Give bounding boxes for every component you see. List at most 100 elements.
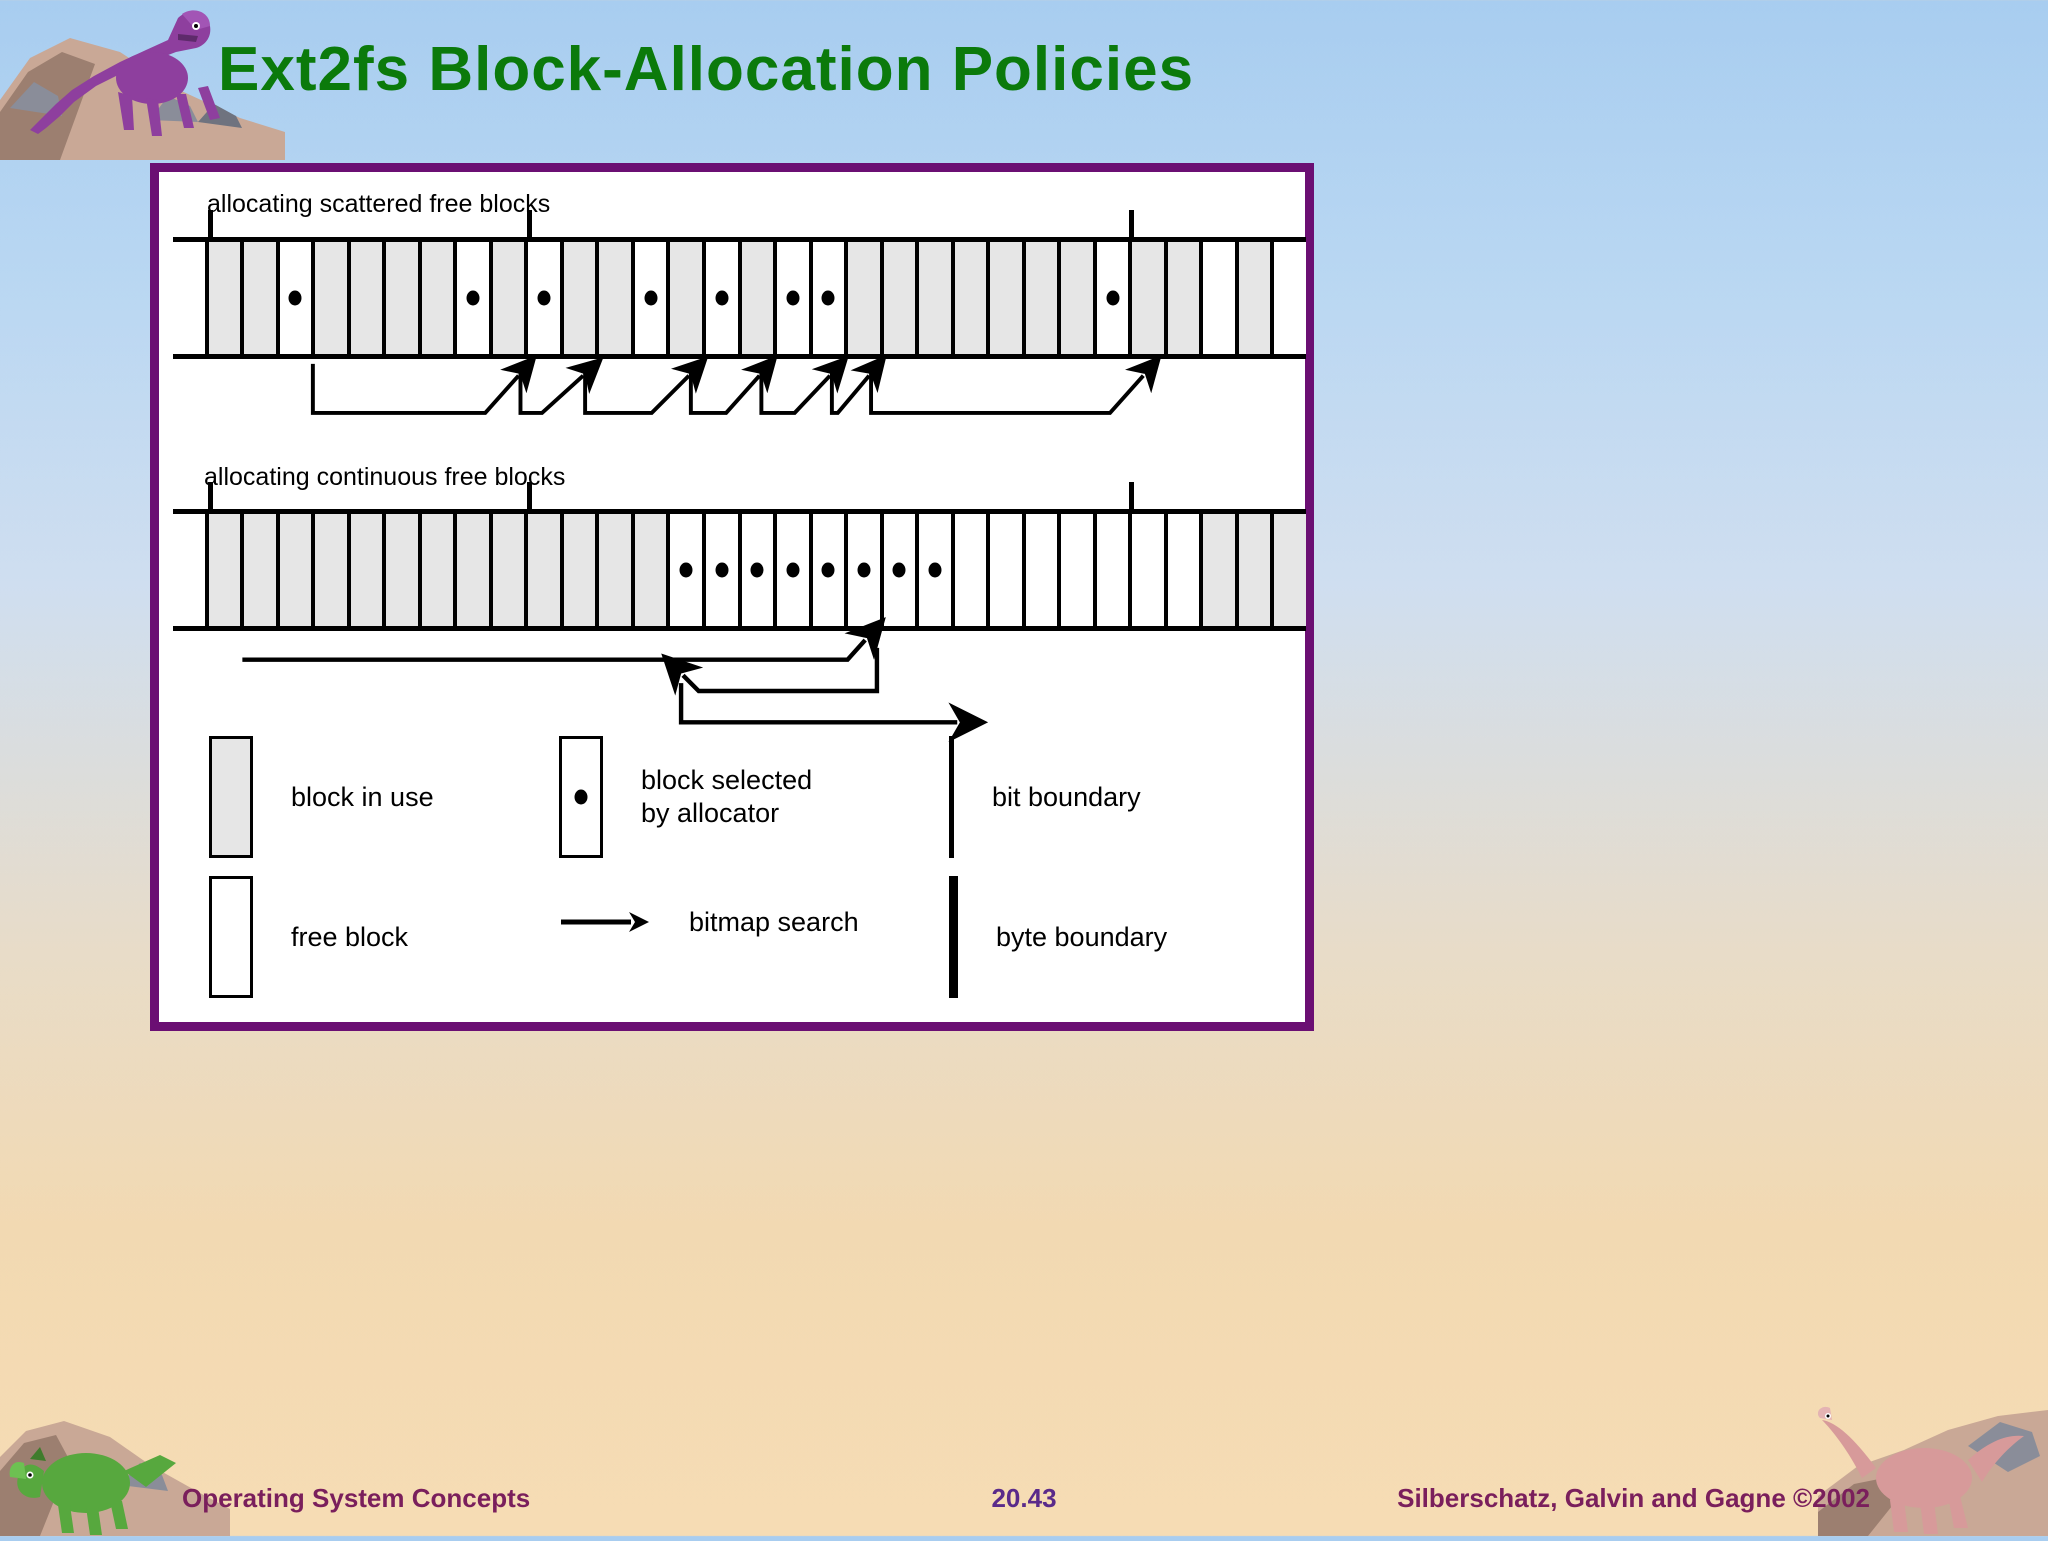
selected-block-swatch <box>559 736 603 858</box>
bitmap-cell <box>315 514 351 626</box>
bit-boundary-tick <box>208 482 214 512</box>
bitmap-cell <box>244 514 280 626</box>
free-block-swatch <box>209 876 253 998</box>
bitmap-cell <box>812 514 849 626</box>
selected-block-dot-icon <box>892 562 906 578</box>
selected-block-dot-icon <box>288 290 302 306</box>
bitmap-cell <box>1203 242 1239 354</box>
bitmap-cell <box>421 242 458 354</box>
bitmap-cell <box>457 242 493 354</box>
selected-block-dot-icon <box>574 789 588 805</box>
bitmap-cell <box>848 242 884 354</box>
bitmap-cell <box>634 514 671 626</box>
caption-allocating-continuous-free-blocks: allocating continuous free blocks <box>204 463 566 491</box>
bitmap-cell <box>599 242 635 354</box>
bitmap-search-arrow-icon <box>561 912 649 933</box>
used-block-swatch <box>209 736 253 858</box>
bitmap-cell <box>457 514 493 626</box>
legend-label-block-selected: block selected by allocator <box>641 765 813 828</box>
legend-item-bit-boundary: bit boundary <box>949 736 1141 858</box>
bit-boundary-tick <box>1128 210 1134 240</box>
bitmap-cell <box>208 514 245 626</box>
bitmap-cell <box>1132 242 1168 354</box>
bitmap-cell <box>1061 514 1097 626</box>
bitmap-cell <box>670 242 706 354</box>
bitmap-row-continuous <box>173 482 1306 631</box>
bitmap-cell <box>1061 242 1097 354</box>
bitmap-cells-continuous <box>173 514 1306 626</box>
bitmap-row-scattered <box>173 210 1306 359</box>
page-title: Ext2fs Block-Allocation Policies <box>218 35 1195 104</box>
selected-block-dot-icon <box>928 562 942 578</box>
bitmap-cell <box>741 242 778 354</box>
bitmap-cell <box>315 242 351 354</box>
bitmap-cell <box>208 242 245 354</box>
bitmap-cell <box>1096 514 1133 626</box>
bitmap-cell <box>1238 514 1275 626</box>
row-bottom-rule <box>173 626 1306 631</box>
bitmap-cell <box>883 514 920 626</box>
legend-item-block-in-use: block in use <box>209 736 434 858</box>
bit-boundary-tick <box>1128 482 1134 512</box>
bitmap-cell <box>848 514 884 626</box>
row-top-rule <box>173 237 1306 242</box>
bitmap-cell <box>492 242 529 354</box>
bit-boundary-tick <box>208 210 214 240</box>
bitmap-cell <box>954 514 991 626</box>
bitmap-cell <box>1238 242 1275 354</box>
bitmap-cell <box>705 242 742 354</box>
bitmap-cell <box>279 242 316 354</box>
legend-label-byte-boundary: byte boundary <box>996 921 1168 952</box>
bitmap-cell <box>1132 514 1168 626</box>
bitmap-cell <box>244 242 280 354</box>
legend-item-block-selected: block selected by allocator <box>559 736 812 858</box>
bit-boundary-tick <box>527 482 533 512</box>
selected-block-dot-icon <box>786 562 800 578</box>
legend-item-bitmap-search: bitmap search <box>559 906 859 939</box>
selected-block-dot-icon <box>537 290 551 306</box>
bitmap-cell <box>386 242 422 354</box>
bitmap-cell <box>1203 514 1239 626</box>
bitmap-cell <box>173 514 209 626</box>
bitmap-cell <box>528 514 564 626</box>
bitmap-cell <box>990 514 1026 626</box>
selected-block-dot-icon <box>821 290 835 306</box>
selected-block-dot-icon <box>857 562 871 578</box>
selected-block-dot-icon <box>466 290 480 306</box>
bit-boundary-tick <box>527 210 533 240</box>
legend-item-byte-boundary: byte boundary <box>949 876 1167 998</box>
bitmap-cell <box>741 514 778 626</box>
bitmap-cell <box>492 514 529 626</box>
footer-right-text: Silberschatz, Galvin and Gagne ©2002 <box>1397 1483 1870 1513</box>
byte-boundary-bar-icon <box>949 876 958 998</box>
bitmap-cell <box>705 514 742 626</box>
row-top-rule <box>173 509 1306 514</box>
bitmap-cell <box>1167 242 1204 354</box>
legend-label-bitmap-search: bitmap search <box>689 907 859 937</box>
legend: block in use block selected by allocator… <box>199 732 1279 1012</box>
bitmap-cell <box>954 242 991 354</box>
dinosaur-bottomright-decoration <box>1817 1386 2048 1536</box>
selected-block-dot-icon <box>715 562 729 578</box>
selected-block-dot-icon <box>750 562 764 578</box>
bitmap-cell <box>1274 242 1306 354</box>
legend-row-1: block in use block selected by allocator… <box>199 732 1279 872</box>
bitmap-cell <box>919 242 955 354</box>
caption-allocating-scattered-free-blocks: allocating scattered free blocks <box>207 190 551 218</box>
row-bottom-rule <box>173 354 1306 359</box>
dinosaur-topleft-decoration <box>0 0 285 160</box>
figure-frame: allocating scattered free blocks <box>150 163 1314 1031</box>
legend-label-block-in-use: block in use <box>291 781 434 812</box>
bitmap-cell <box>563 242 600 354</box>
bitmap-cell <box>1096 242 1133 354</box>
selected-block-dot-icon <box>1106 290 1120 306</box>
bitmap-cell <box>990 242 1026 354</box>
legend-row-2: free block bitmap search byte boundary <box>199 872 1279 1012</box>
bitmap-cell <box>173 242 209 354</box>
selected-block-dot-icon <box>679 562 693 578</box>
bitmap-cell <box>883 242 920 354</box>
bitmap-cell <box>777 514 813 626</box>
selected-block-dot-icon <box>786 290 800 306</box>
bitmap-cells-scattered <box>173 242 1306 354</box>
bitmap-cell <box>528 242 564 354</box>
